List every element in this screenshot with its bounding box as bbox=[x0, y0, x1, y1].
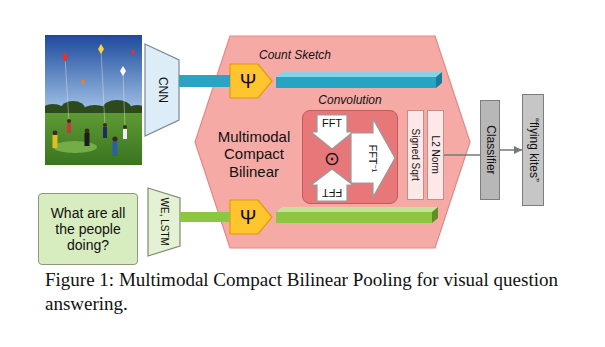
photo-illustration bbox=[45, 35, 142, 165]
lstm-block-shape bbox=[148, 188, 180, 256]
fft-arrow: FFT bbox=[311, 115, 353, 149]
convolution-box: ConvolutionFFTFFT⁻¹FFT⊙ bbox=[302, 110, 398, 204]
node-text: Multimodal Compact Bilinear bbox=[209, 128, 299, 180]
count-sketch-arrow-shape bbox=[230, 64, 272, 98]
node-text: What are all the people doing? bbox=[43, 205, 133, 253]
inverse-fft-arrow: FFT⁻¹ bbox=[351, 119, 395, 197]
question-sketch-vector bbox=[276, 207, 438, 223]
operator-symbol: ⊙ bbox=[324, 148, 340, 169]
node-text: WE, LSTM bbox=[158, 198, 170, 246]
node-text: CNN bbox=[155, 77, 169, 103]
image-sketch-vector bbox=[276, 72, 442, 88]
kites bbox=[62, 44, 135, 85]
node-text: Ψ bbox=[240, 70, 257, 93]
sky bbox=[45, 35, 142, 115]
node-text: “flying kites” bbox=[526, 118, 540, 182]
lstm-block: WE, LSTM bbox=[148, 188, 180, 256]
count-sketch-arrow: Ψ bbox=[230, 198, 272, 236]
figure-caption: Figure 1: Multimodal Compact Bilinear Po… bbox=[45, 269, 558, 314]
kite-strings bbox=[65, 49, 125, 129]
mcb-hexagon-shape bbox=[195, 36, 470, 248]
node-text: Signed Sqrt bbox=[410, 129, 422, 181]
question-box: What are all the people doing? bbox=[38, 193, 138, 265]
operator-symbol-wrap: ⊙ bbox=[320, 149, 344, 169]
grass bbox=[45, 113, 142, 165]
node-text: Ψ bbox=[240, 206, 257, 229]
node-text: L2 Norm bbox=[430, 136, 442, 174]
count-sketch-arrow: Ψ bbox=[230, 62, 272, 100]
stage-label: Count Sketch bbox=[259, 48, 331, 62]
cnn-block: CNN bbox=[145, 44, 179, 136]
connector-arrow bbox=[500, 149, 522, 151]
fft-arrow: FFT bbox=[311, 169, 353, 201]
l2-norm-box: L2 Norm bbox=[427, 110, 444, 200]
node-text: Convolution bbox=[318, 94, 381, 108]
fft-arrow-shape bbox=[311, 115, 353, 149]
feature-vector bbox=[179, 75, 230, 87]
node-text: Classifier bbox=[483, 125, 497, 174]
node-text: FFT⁻¹ bbox=[367, 144, 380, 172]
inverse-fft-arrow-shape bbox=[351, 119, 395, 197]
count-sketch-arrow-shape bbox=[230, 200, 272, 234]
caption-box: Figure 1: Multimodal Compact Bilinear Po… bbox=[45, 268, 570, 317]
signed-sqrt-box: Signed Sqrt bbox=[407, 110, 424, 200]
feature-vector bbox=[180, 212, 230, 222]
fft-arrow-shape bbox=[311, 169, 353, 201]
node-text: FFT bbox=[322, 186, 342, 199]
cnn-block-shape bbox=[145, 44, 179, 136]
answer-box: “flying kites” bbox=[522, 94, 544, 206]
classifier-box: Classifier bbox=[480, 100, 500, 200]
people bbox=[53, 119, 128, 156]
stage-label-wrap: Count Sketch bbox=[250, 45, 340, 63]
grass-patch bbox=[53, 141, 97, 153]
node-text: FFT bbox=[322, 117, 342, 130]
connector-line bbox=[444, 154, 480, 156]
